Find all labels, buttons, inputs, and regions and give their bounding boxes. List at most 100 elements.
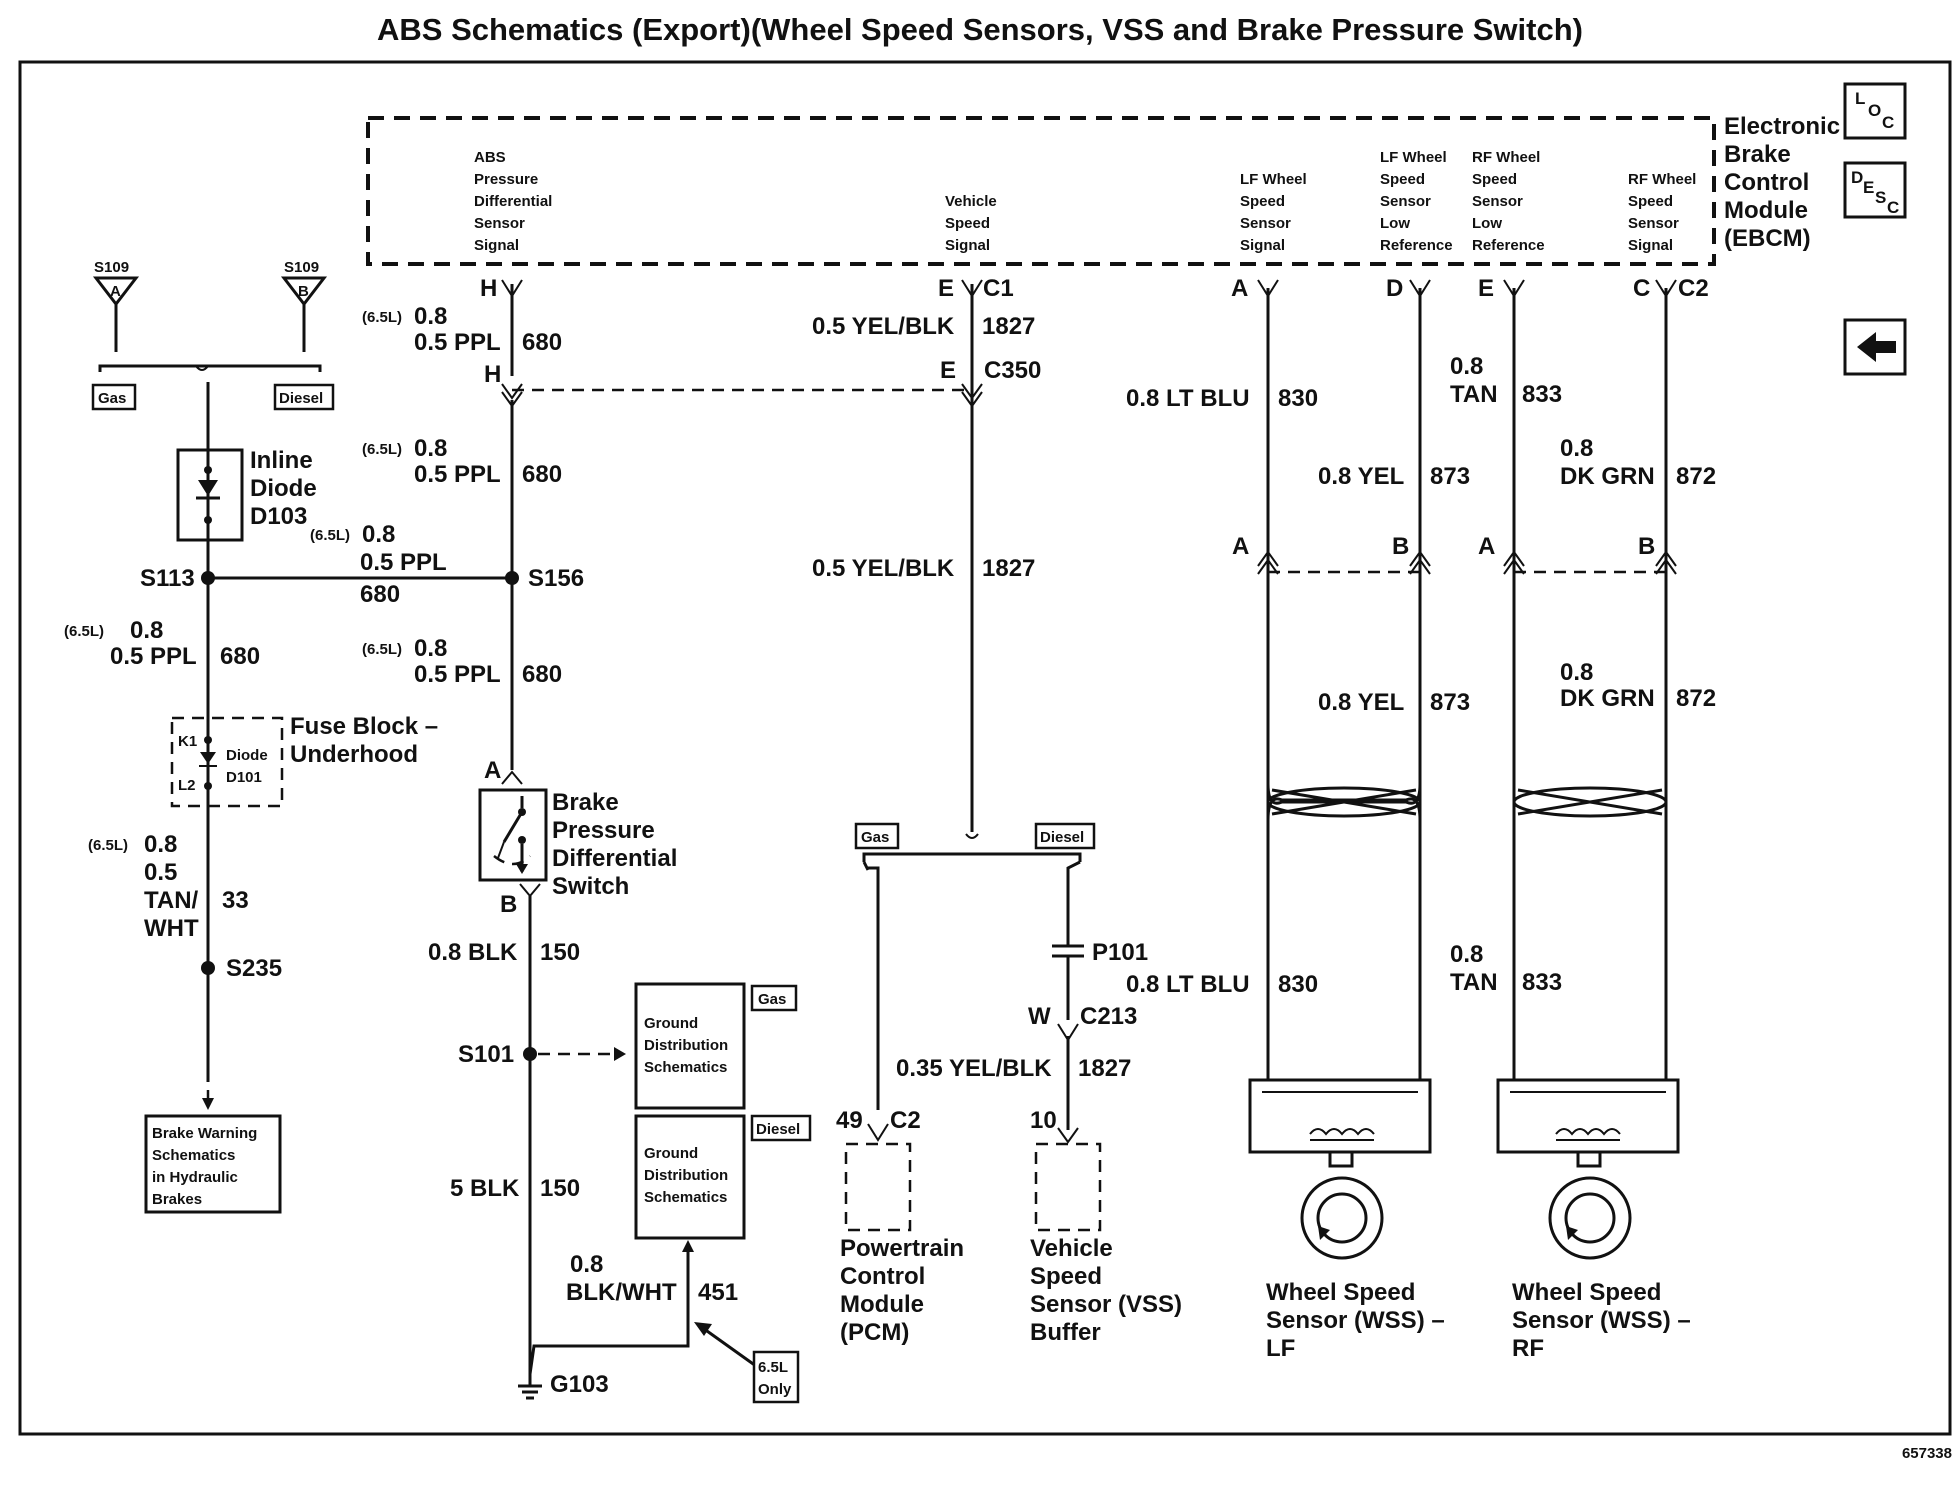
ground-distribution-gas-link[interactable]: Ground Distribution Schematics Gas: [634, 982, 798, 1110]
svg-text:0.8: 0.8: [1560, 659, 1593, 686]
svg-text:S101: S101: [458, 1041, 514, 1068]
svg-text:Sensor (WSS) –: Sensor (WSS) –: [1512, 1307, 1691, 1334]
svg-text:Reference: Reference: [1472, 237, 1545, 254]
svg-text:Speed: Speed: [1472, 171, 1517, 188]
svg-text:0.8 BLK: 0.8 BLK: [428, 939, 518, 966]
svg-text:Diesel: Diesel: [279, 390, 323, 407]
ebcm-signal-rf-low-ref: RF Wheel Speed Sensor Low Reference: [1472, 149, 1545, 254]
svg-text:0.8: 0.8: [414, 435, 447, 462]
svg-text:0.8: 0.8: [362, 521, 395, 548]
gas-diesel-option-left: Gas Diesel: [91, 364, 335, 411]
desc-icon[interactable]: D E S C: [1843, 161, 1907, 219]
svg-text:Pressure: Pressure: [474, 171, 538, 188]
svg-text:Brake Warning: Brake Warning: [152, 1125, 257, 1142]
svg-text:0.5 PPL: 0.5 PPL: [414, 329, 501, 356]
svg-text:Reference: Reference: [1380, 237, 1453, 254]
svg-text:A: A: [1231, 275, 1248, 302]
svg-text:Schematics: Schematics: [152, 1147, 235, 1164]
svg-text:D103: D103: [250, 503, 307, 530]
figure-number: 657338: [1902, 1445, 1952, 1462]
svg-text:(EBCM): (EBCM): [1724, 225, 1811, 252]
arrow-left-icon[interactable]: [1843, 318, 1907, 376]
svg-text:Gas: Gas: [98, 390, 126, 407]
wire-label-1827-top: 0.5 YEL/BLK 1827: [812, 313, 1035, 340]
svg-text:49: 49: [836, 1107, 863, 1134]
svg-text:680: 680: [522, 461, 562, 488]
svg-text:0.8: 0.8: [144, 831, 177, 858]
svg-text:873: 873: [1430, 463, 1470, 490]
brake-warning-schematics-link[interactable]: Brake Warning Schematics in Hydraulic Br…: [144, 1114, 282, 1214]
svg-text:Sensor: Sensor: [1472, 193, 1523, 210]
svg-text:0.8: 0.8: [130, 617, 163, 644]
svg-text:Sensor: Sensor: [474, 215, 525, 232]
svg-text:B: B: [1638, 533, 1655, 560]
svg-text:TAN/: TAN/: [144, 887, 199, 914]
wire-label-33: (6.5L) 0.8 0.5 TAN/ WHT 33: [88, 831, 249, 942]
svg-text:in Hydraulic: in Hydraulic: [152, 1169, 238, 1186]
svg-text:Sensor: Sensor: [1380, 193, 1431, 210]
diagram-title: ABS Schematics (Export)(Wheel Speed Sens…: [377, 12, 1583, 47]
svg-text:Differential: Differential: [552, 845, 677, 872]
svg-text:Brakes: Brakes: [152, 1191, 202, 1208]
svg-text:33: 33: [222, 887, 249, 914]
svg-text:150: 150: [540, 1175, 580, 1202]
svg-text:C: C: [1633, 275, 1650, 302]
wheel-speed-sensor-rf: Wheel Speed Sensor (WSS) – RF: [1496, 1078, 1691, 1362]
svg-text:0.5 PPL: 0.5 PPL: [414, 661, 501, 688]
wire-label-451: 0.8 BLK/WHT 451: [566, 1251, 738, 1306]
svg-text:0.5 YEL/BLK: 0.5 YEL/BLK: [812, 313, 955, 340]
ebcm-signal-rf-wheel: RF Wheel Speed Sensor Signal: [1628, 171, 1696, 254]
splice-s101: [523, 1047, 537, 1061]
splice-s109-b: S109 B: [280, 259, 328, 352]
svg-text:C: C: [1882, 113, 1894, 132]
svg-text:S109: S109: [284, 259, 319, 276]
svg-text:S235: S235: [226, 955, 282, 982]
svg-text:S113: S113: [140, 565, 195, 592]
svg-text:Speed: Speed: [1628, 193, 1673, 210]
diagram-frame: [18, 60, 1952, 1436]
svg-text:Differential: Differential: [474, 193, 552, 210]
svg-text:LF Wheel: LF Wheel: [1380, 149, 1447, 166]
svg-text:ABS: ABS: [474, 149, 506, 166]
ground-distribution-diesel-link[interactable]: Ground Distribution Schematics Diesel: [634, 1114, 812, 1240]
wire-label-680-top: (6.5L) 0.8 0.5 PPL 680: [362, 303, 562, 356]
svg-text:K1: K1: [178, 733, 197, 750]
tone-wheel-rf-icon: [1548, 1176, 1632, 1260]
svg-text:RF Wheel: RF Wheel: [1628, 171, 1696, 188]
svg-text:Fuse Block –: Fuse Block –: [290, 713, 438, 740]
svg-text:Distribution: Distribution: [644, 1167, 728, 1184]
svg-text:C213: C213: [1080, 1003, 1137, 1030]
loc-icon[interactable]: L O C: [1843, 82, 1907, 140]
rf-wheel-speed-circuit: [1503, 279, 1677, 1080]
svg-text:0.5: 0.5: [144, 859, 177, 886]
svg-text:P101: P101: [1092, 939, 1148, 966]
svg-text:G103: G103: [550, 1371, 609, 1398]
svg-text:0.5 PPL: 0.5 PPL: [414, 461, 501, 488]
splice-s109-a: S109 A: [92, 259, 140, 352]
wire-label-s113-s156: (6.5L) 0.8 0.5 PPL 680: [310, 521, 447, 608]
ebcm-signal-vehicle-speed: Vehicle Speed Signal: [945, 193, 997, 254]
svg-text:830: 830: [1278, 385, 1318, 412]
svg-text:0.8 YEL: 0.8 YEL: [1318, 689, 1404, 716]
svg-text:Inline: Inline: [250, 447, 313, 474]
svg-text:H: H: [480, 275, 497, 302]
svg-text:5 BLK: 5 BLK: [450, 1175, 520, 1202]
svg-text:L2: L2: [178, 777, 196, 794]
wire-label-150-top: 0.8 BLK 150: [428, 939, 580, 966]
svg-text:Speed: Speed: [1030, 1263, 1102, 1290]
connector-p101: P101: [1052, 939, 1148, 1020]
svg-text:0.8 YEL: 0.8 YEL: [1318, 463, 1404, 490]
gas-diesel-option-vss: Gas Diesel: [854, 822, 1096, 871]
svg-text:(6.5L): (6.5L): [64, 623, 104, 640]
svg-text:Wheel Speed: Wheel Speed: [1512, 1279, 1661, 1306]
svg-text:(6.5L): (6.5L): [310, 527, 350, 544]
tone-wheel-lf-icon: [1300, 1176, 1384, 1260]
svg-text:E: E: [940, 357, 956, 384]
svg-text:Diesel: Diesel: [1040, 829, 1084, 846]
arrow-to-brake-warning: [202, 1098, 214, 1110]
ebcm-signal-lf-wheel: LF Wheel Speed Sensor Signal: [1240, 171, 1307, 254]
svg-text:H: H: [484, 361, 501, 388]
svg-text:Diesel: Diesel: [756, 1121, 800, 1138]
svg-text:C2: C2: [1678, 275, 1709, 302]
svg-text:C1: C1: [983, 275, 1014, 302]
